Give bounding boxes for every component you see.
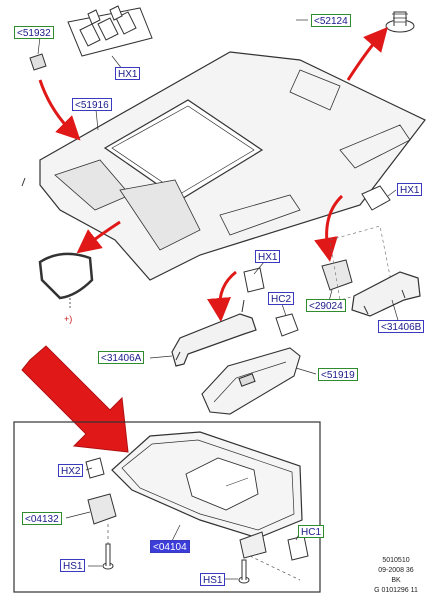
clip-mid-hx1 bbox=[243, 267, 265, 293]
push-fastener bbox=[385, 11, 415, 33]
callout-52124[interactable]: <52124 bbox=[311, 14, 351, 27]
visor-clip-hx2 bbox=[85, 457, 105, 479]
callout-hx1-mid[interactable]: HX1 bbox=[255, 250, 281, 263]
callout-29024[interactable]: <29024 bbox=[306, 299, 346, 312]
plus-mark: +) bbox=[64, 314, 73, 324]
screw-bottom bbox=[238, 559, 250, 584]
clip-right bbox=[361, 185, 391, 211]
callout-51919[interactable]: <51919 bbox=[318, 368, 358, 381]
screw-left bbox=[102, 543, 114, 570]
callout-04104[interactable]: <04104 bbox=[150, 540, 190, 553]
visor-pivot bbox=[239, 531, 267, 559]
gasket-outline bbox=[38, 252, 94, 300]
footer-line-4: G 0101296 11 bbox=[374, 587, 418, 594]
clip-29024 bbox=[321, 259, 353, 291]
sun-visor bbox=[111, 431, 303, 539]
footer-code: 5010510 09-2008 36 BK G 0101296 11 bbox=[360, 556, 432, 596]
console-lamp bbox=[201, 347, 301, 415]
clip-cluster-top bbox=[67, 5, 153, 57]
callout-hs1-bottom[interactable]: HS1 bbox=[200, 573, 226, 586]
callout-hx1-top[interactable]: HX1 bbox=[115, 67, 141, 80]
visor-mount bbox=[87, 493, 117, 525]
callout-hc2[interactable]: HC2 bbox=[268, 292, 295, 305]
callout-31406b[interactable]: <31406B bbox=[378, 320, 425, 333]
callout-hc1[interactable]: HC1 bbox=[298, 525, 325, 538]
grab-handle-right bbox=[351, 271, 421, 317]
clip-mid-hc2 bbox=[275, 313, 299, 337]
callout-04132[interactable]: <04132 bbox=[22, 512, 62, 525]
callout-hx2[interactable]: HX2 bbox=[58, 464, 84, 477]
callout-51916[interactable]: <51916 bbox=[72, 98, 112, 111]
footer-line-1: 5010510 bbox=[382, 557, 410, 564]
headliner-panel bbox=[21, 51, 426, 281]
trim-cap bbox=[29, 53, 47, 71]
visor-detail-box bbox=[13, 421, 321, 593]
callout-hs1-left[interactable]: HS1 bbox=[60, 559, 86, 572]
big-red-arrow bbox=[21, 345, 129, 453]
callout-51932[interactable]: <51932 bbox=[14, 26, 54, 39]
footer-line-2: 09-2008 36 bbox=[378, 567, 414, 574]
callout-hx1-right[interactable]: HX1 bbox=[397, 183, 423, 196]
grab-handle-left bbox=[171, 313, 257, 367]
callout-31406a[interactable]: <31406A bbox=[98, 351, 145, 364]
visor-clip-hc1 bbox=[287, 535, 309, 561]
footer-line-3: BK bbox=[391, 577, 401, 584]
red-arrows bbox=[38, 26, 388, 322]
